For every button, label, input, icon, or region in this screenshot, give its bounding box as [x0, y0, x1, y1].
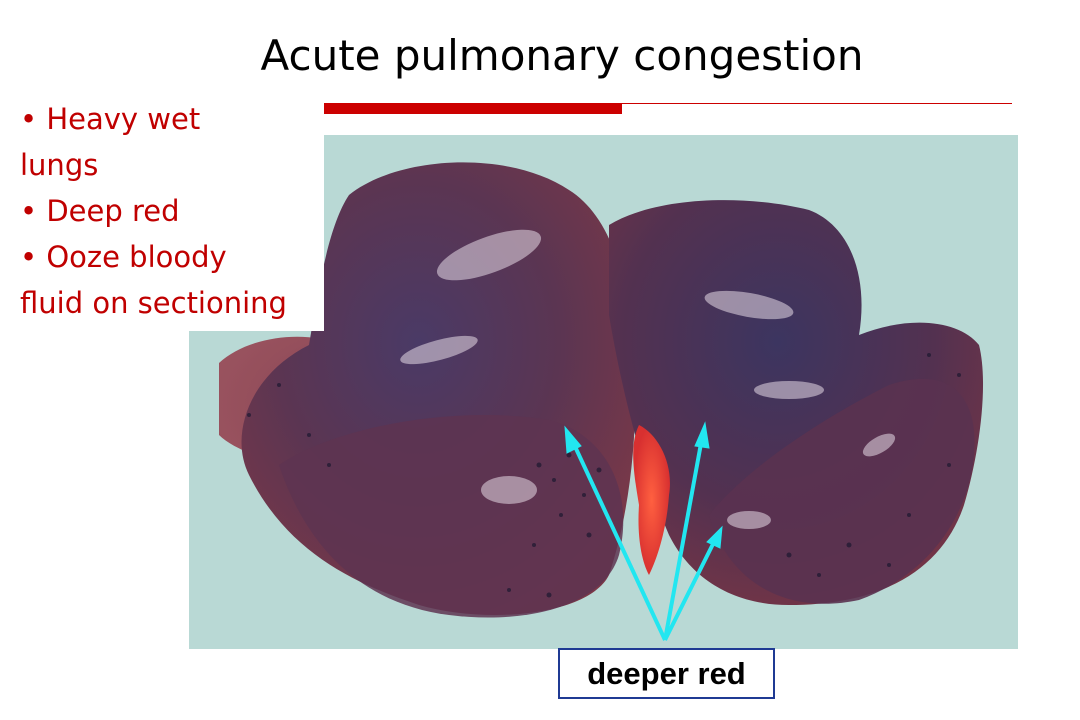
- specimen-photo: [189, 135, 1018, 649]
- bullet-line: fluid on sectioning: [20, 286, 287, 320]
- bullet-line: • Heavy wet: [20, 102, 201, 136]
- bullet-line: • Ooze bloody: [20, 240, 227, 274]
- surface-speckles: [247, 353, 961, 598]
- title-rule-thick: [324, 103, 622, 114]
- surface-highlights: [400, 229, 896, 529]
- hilum-blood: [633, 425, 670, 575]
- bullet-list: • Heavy wet lungs • Deep red • Ooze bloo…: [12, 96, 324, 331]
- arrow-right: [663, 539, 717, 641]
- arrow-middle: [663, 437, 704, 641]
- arrows: [564, 421, 723, 641]
- bullet-line: lungs: [20, 148, 99, 182]
- slide-title: Acute pulmonary congestion: [260, 31, 864, 80]
- right-lung-lower-lobe: [709, 378, 975, 604]
- bullet-line: • Deep red: [20, 194, 180, 228]
- arrow-left: [570, 439, 667, 641]
- arrow-label: deeper red: [558, 648, 775, 699]
- title-rule-thin: [622, 103, 1012, 104]
